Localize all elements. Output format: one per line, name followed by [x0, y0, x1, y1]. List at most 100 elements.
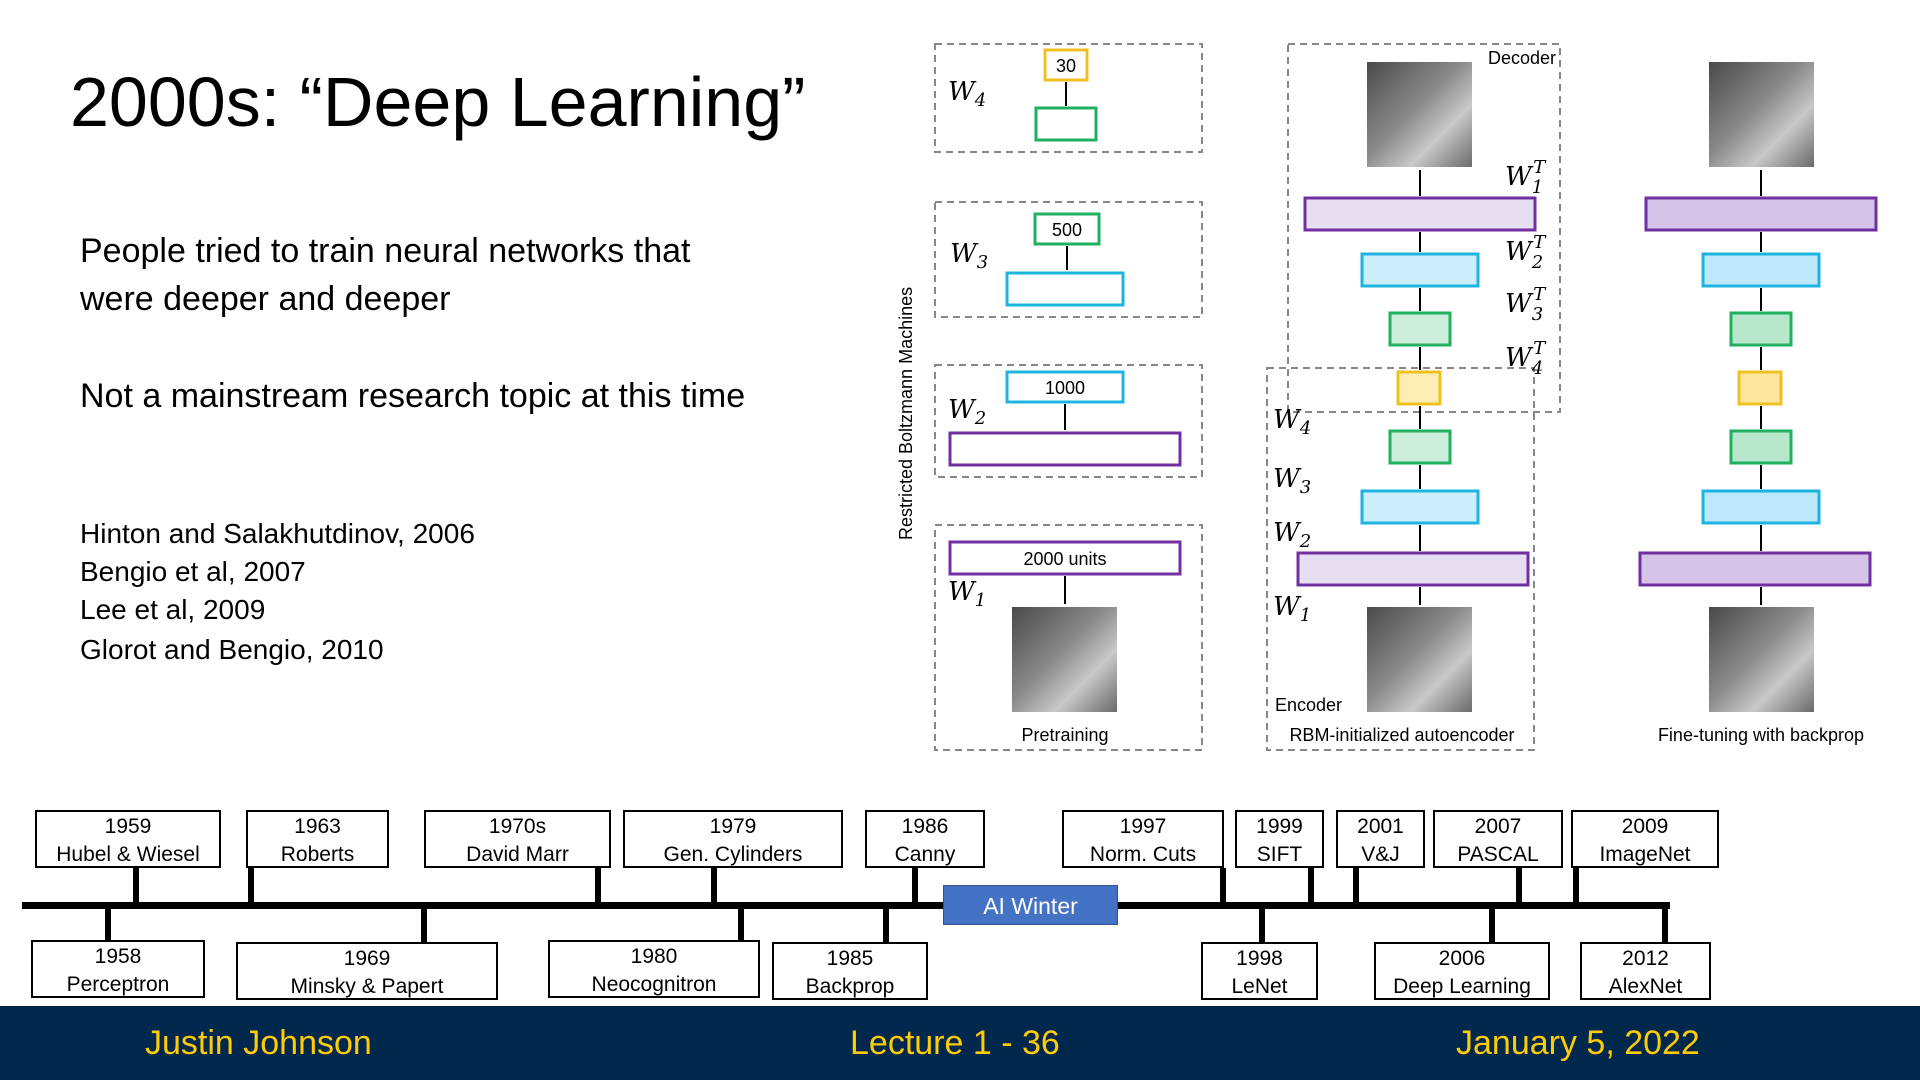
timeline-tick-1969	[421, 906, 427, 942]
ae-w2-label: W2	[1273, 518, 1311, 552]
layer-1000-label: 1000	[1045, 378, 1085, 398]
timeline-tick-2007	[1516, 868, 1522, 904]
layer-1000	[1005, 370, 1125, 404]
ae-enc-layer-1	[1296, 551, 1530, 587]
weight-label-w4: W4	[948, 77, 986, 111]
rbm-box-3	[934, 201, 1203, 318]
ae-w4-label: W4	[1273, 405, 1311, 439]
weight-label-w2: W2	[948, 395, 986, 429]
layer-2000	[948, 540, 1182, 576]
ae-dec-layer-2	[1360, 252, 1480, 288]
timeline-tick-1997	[1220, 868, 1226, 904]
weight-label-w3: W3	[950, 239, 988, 273]
footer-author: Justin Johnson	[145, 1024, 372, 1062]
timeline-tick-1963	[248, 868, 254, 904]
ae-output-face	[1367, 62, 1472, 167]
caption-pretraining: Pretraining	[1021, 725, 1108, 745]
rbm-side-label: Restricted Boltzmann Machines	[896, 287, 916, 540]
reference-4: Glorot and Bengio, 2010	[80, 634, 384, 665]
ft-dec-layer-3	[1729, 311, 1793, 347]
decoder-box	[1287, 43, 1561, 413]
timeline-tick-1985	[883, 906, 889, 942]
ae-w3-label: W3	[1273, 464, 1311, 498]
rbm2-visible	[948, 431, 1182, 467]
reference-3: Lee et al, 2009	[80, 594, 266, 625]
timeline-tick-1958	[105, 906, 111, 942]
timeline-tick-1998	[1259, 906, 1265, 942]
layer-500	[1033, 212, 1101, 246]
ft-input-face	[1709, 607, 1814, 712]
footer-lecture: Lecture 1 - 36	[850, 1024, 1060, 1062]
rbm3-visible	[1005, 271, 1125, 307]
rbm4-visible	[1034, 106, 1098, 142]
decoder-label: Decoder	[1488, 48, 1556, 68]
ft-code-layer	[1737, 370, 1783, 406]
bullet-line-1: People tried to train neural networks th…	[80, 232, 691, 270]
reference-2: Bengio et al, 2007	[80, 556, 306, 587]
weight-label-w1: W1	[948, 577, 986, 611]
footer-date: January 5, 2022	[1456, 1024, 1700, 1062]
ae-code-layer	[1396, 370, 1442, 406]
timeline-tick-1979	[711, 868, 717, 904]
caption-finetuning: Fine-tuning with backprop	[1658, 725, 1864, 745]
rbm-box-1	[934, 524, 1203, 751]
timeline-tick-2006	[1489, 906, 1495, 942]
bullet-line-2: were deeper and deeper	[80, 280, 451, 318]
ft-dec-layer-2	[1701, 252, 1821, 288]
rbm-box-4	[934, 43, 1203, 153]
slide-title: 2000s: “Deep Learning”	[70, 63, 806, 141]
ae-enc-layer-2	[1360, 489, 1480, 525]
ft-enc-layer-2	[1701, 489, 1821, 525]
layer-30	[1043, 48, 1089, 82]
ae-w3t-label: W3T	[1505, 284, 1547, 325]
input-face-image	[1012, 607, 1117, 712]
ft-dec-layer-1	[1644, 196, 1878, 232]
ft-enc-layer-1	[1638, 551, 1872, 587]
layer-30-label: 30	[1056, 56, 1076, 76]
timeline-tick-1980	[738, 906, 744, 942]
timeline-tick-1970s	[595, 868, 601, 904]
ae-input-face	[1367, 607, 1472, 712]
footer-bar	[0, 1006, 1920, 1080]
autoencoder-figure: Restricted Boltzmann Machines W4 30 W3 5…	[896, 43, 1878, 751]
ft-output-face	[1709, 62, 1814, 167]
timeline-tick-2012	[1662, 906, 1668, 942]
ae-enc-layer-3	[1388, 429, 1452, 465]
rbm-box-2	[934, 364, 1203, 478]
ae-w2t-label: W2T	[1505, 232, 1547, 273]
timeline-axis	[22, 902, 1670, 909]
ae-w1t-label: W1T	[1505, 157, 1547, 198]
caption-autoencoder: RBM-initialized autoencoder	[1289, 725, 1514, 745]
layer-2000-label: 2000 units	[1023, 549, 1106, 569]
bullet-line-3: Not a mainstream research topic at this …	[80, 377, 746, 415]
ft-enc-layer-3	[1729, 429, 1793, 465]
timeline-tick-1999	[1308, 868, 1314, 904]
timeline-tick-2009	[1573, 868, 1579, 904]
timeline-tick-2001	[1353, 868, 1359, 904]
ae-w4t-label: W4T	[1505, 338, 1547, 379]
encoder-label: Encoder	[1275, 695, 1342, 715]
ae-dec-layer-1	[1303, 196, 1537, 232]
ae-dec-layer-3	[1388, 311, 1452, 347]
timeline-tick-1959	[133, 868, 139, 904]
ai-winter-label: AI Winter	[943, 885, 1118, 925]
reference-1: Hinton and Salakhutdinov, 2006	[80, 518, 475, 549]
layer-500-label: 500	[1052, 220, 1082, 240]
